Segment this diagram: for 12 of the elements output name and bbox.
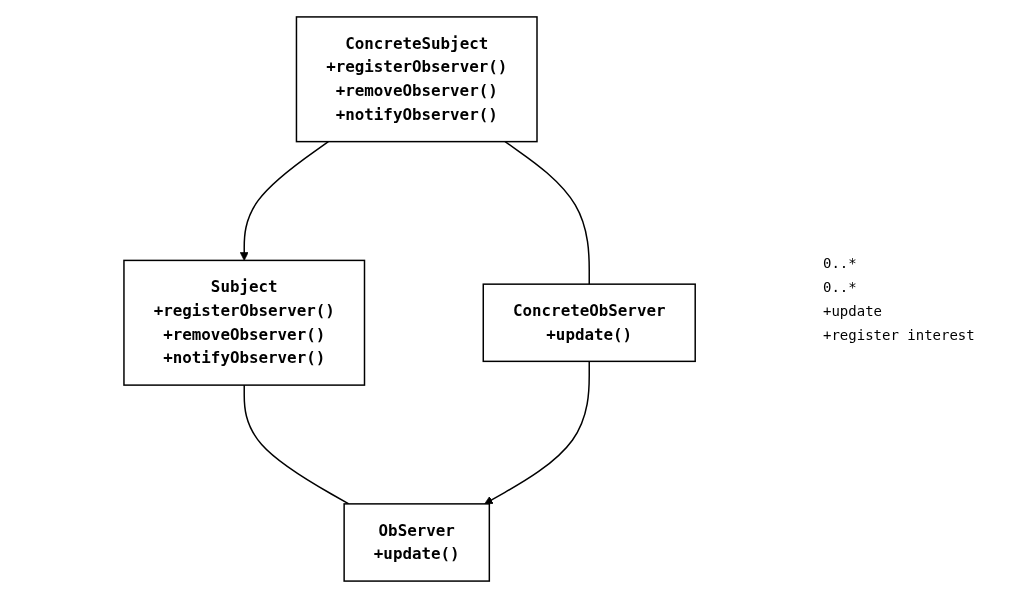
multiplicity-label: +update [823, 303, 883, 319]
connector [504, 140, 590, 285]
node-box: Subject +registerObserver() +removeObserver() +notifyObserver() [123, 259, 366, 386]
multiplicity-label: +register interest [823, 327, 976, 343]
arrow [239, 140, 330, 261]
node-box: ConcreteSubject +registerObserver() +removeObserver() +notifyObserver() [295, 16, 538, 143]
node-box: ObServer +update() [343, 503, 490, 582]
multiplicity-label: 0..* [823, 255, 858, 271]
connector [243, 384, 350, 505]
node-box: ConcreteObServer +update() [482, 283, 696, 363]
multiplicity-label: 0..* [823, 279, 858, 295]
arrow [484, 360, 590, 505]
